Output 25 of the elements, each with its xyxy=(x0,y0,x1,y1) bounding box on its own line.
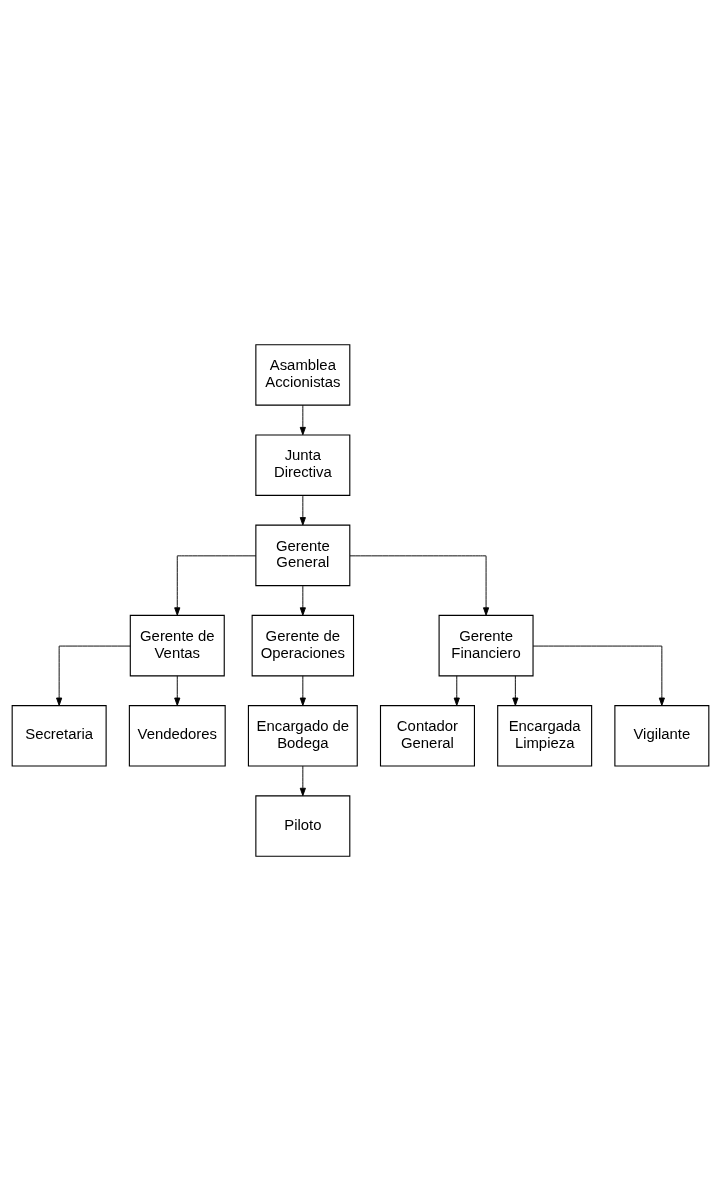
arrow xyxy=(299,765,306,796)
arrow xyxy=(453,674,460,706)
node-box: Gerente de Ventas xyxy=(129,614,225,676)
node-box: Gerente Financiero xyxy=(438,614,534,676)
node-box: Piloto xyxy=(255,794,351,857)
arrow xyxy=(174,554,257,616)
arrow xyxy=(299,584,306,616)
arrow xyxy=(56,645,131,706)
arrow xyxy=(174,674,181,706)
node-box: Encargado de Bodega xyxy=(247,704,358,767)
arrow xyxy=(349,554,490,616)
node-box: Contador General xyxy=(379,704,475,767)
node-box: Junta Directiva xyxy=(255,433,351,496)
node-box: Vendedores xyxy=(128,704,226,767)
node-box: Asamblea Accionistas xyxy=(255,343,351,406)
arrow xyxy=(299,404,306,435)
node-box: Vigilante xyxy=(614,704,710,767)
arrow xyxy=(512,674,519,706)
node-box: Secretaria xyxy=(11,704,107,767)
arrow xyxy=(299,674,306,706)
node-box: Gerente General xyxy=(255,524,351,586)
node-box: Gerente de Operaciones xyxy=(251,614,355,676)
arrow xyxy=(299,494,306,525)
node-box: Encargada Limpieza xyxy=(497,704,593,767)
arrow xyxy=(532,645,665,706)
